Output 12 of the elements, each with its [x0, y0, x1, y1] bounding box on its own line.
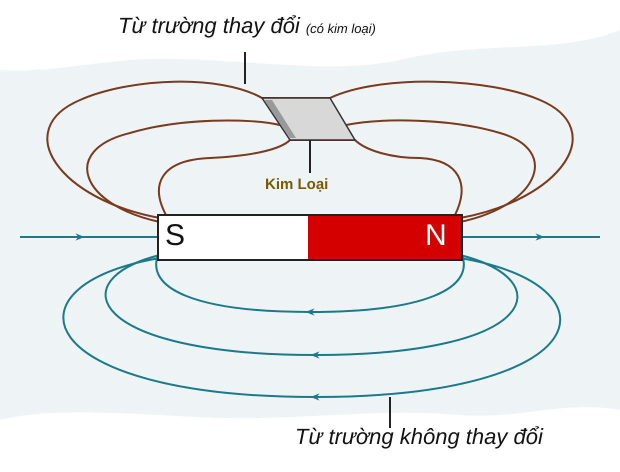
pole-letter: N	[425, 218, 447, 254]
leader-line	[389, 397, 391, 428]
field-caption: Từ trường thay đổi	[118, 13, 300, 38]
leader-line	[309, 140, 311, 173]
pole-letter: S	[165, 218, 186, 254]
note-text: (có kim loại)	[306, 21, 376, 36]
field-line	[62, 257, 562, 401]
part-label: Kim Loại	[265, 176, 328, 193]
field-line	[46, 80, 574, 219]
leader-line	[244, 52, 246, 84]
field-caption: Từ trường không thay đổi	[295, 424, 543, 449]
metal-plate-drawing	[260, 97, 356, 141]
